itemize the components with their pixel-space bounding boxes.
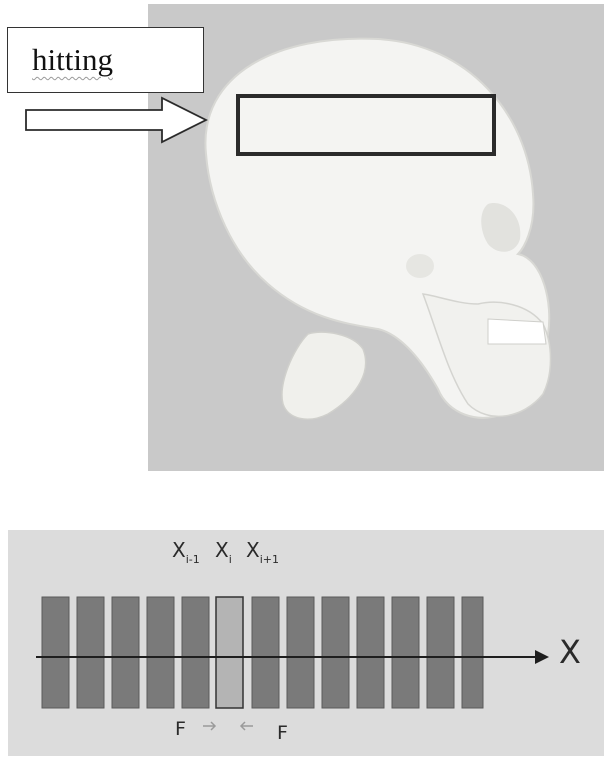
neck-vertebrae xyxy=(282,332,366,419)
block-11 xyxy=(392,597,419,708)
block-13 xyxy=(462,597,483,708)
force-label-right: F xyxy=(277,722,288,744)
block-i-highlighted xyxy=(216,597,243,708)
block-12 xyxy=(427,597,454,708)
block-4 xyxy=(147,597,174,708)
hollow-arrow-right-icon xyxy=(24,96,210,144)
hitting-label: hitting xyxy=(32,42,113,78)
block-5 xyxy=(182,597,209,708)
label-x-next: Xi+1 xyxy=(246,538,279,562)
label-x-prev: Xi-1 xyxy=(172,538,200,562)
block-3 xyxy=(112,597,139,708)
skull-illustration xyxy=(148,4,604,471)
block-7 xyxy=(252,597,279,708)
label-x-current: Xi xyxy=(215,538,232,562)
block-chain-diagram xyxy=(8,530,604,756)
block-2 xyxy=(77,597,104,708)
force-label-left: F xyxy=(175,718,186,740)
teeth xyxy=(488,319,546,344)
x-axis-arrowhead xyxy=(535,650,549,664)
block-9 xyxy=(322,597,349,708)
label-box: hitting xyxy=(7,27,204,93)
ear-region xyxy=(406,254,434,278)
block-10 xyxy=(357,597,384,708)
block-1 xyxy=(42,597,69,708)
force-arrow-left-icon xyxy=(241,722,253,730)
force-arrow-right-icon xyxy=(203,722,215,730)
block-chain-panel: Xi-1 Xi Xi+1 X F F xyxy=(8,530,604,756)
block-8 xyxy=(287,597,314,708)
skull-photo-panel xyxy=(148,4,604,471)
axis-label-x: X xyxy=(559,633,581,671)
